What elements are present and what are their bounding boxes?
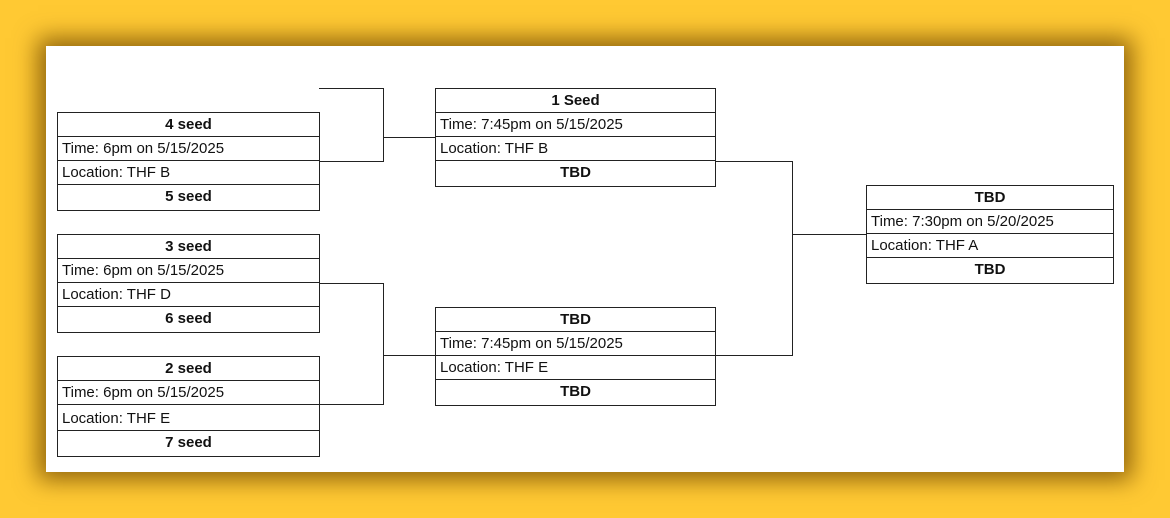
team-slot-bottom: TBD [560, 383, 591, 400]
connector [319, 283, 384, 284]
match-time: Time: 7:45pm on 5/15/2025 [436, 332, 715, 356]
connector [383, 283, 384, 405]
match-time: Time: 7:45pm on 5/15/2025 [436, 113, 715, 137]
semifinal-match-1: 1 Seed Time: 7:45pm on 5/15/2025 Locatio… [435, 88, 716, 187]
connector [715, 355, 793, 356]
connector [792, 234, 866, 235]
team-slot-top: 2 seed [58, 357, 319, 381]
connector [319, 404, 384, 405]
team-slot-bottom: TBD [560, 164, 591, 181]
team-slot-bottom: 6 seed [165, 310, 212, 327]
match-location: Location: THF E [58, 405, 319, 431]
match-2-vs-7: 2 seed Time: 6pm on 5/15/2025 Location: … [57, 356, 320, 457]
bracket-sheet: 4 seed Time: 6pm on 5/15/2025 Location: … [46, 46, 1124, 472]
team-slot-top: TBD [867, 186, 1113, 210]
match-4-vs-5: 4 seed Time: 6pm on 5/15/2025 Location: … [57, 112, 320, 211]
connector [383, 88, 384, 162]
team-slot-top: 4 seed [58, 113, 319, 137]
match-time: Time: 7:30pm on 5/20/2025 [867, 210, 1113, 234]
team-slot-bottom: 7 seed [165, 434, 212, 451]
match-location: Location: THF E [436, 356, 715, 380]
match-time: Time: 6pm on 5/15/2025 [58, 137, 319, 161]
connector [792, 161, 793, 356]
team-slot-top: 1 Seed [436, 89, 715, 113]
final-match: TBD Time: 7:30pm on 5/20/2025 Location: … [866, 185, 1114, 284]
match-3-vs-6: 3 seed Time: 6pm on 5/15/2025 Location: … [57, 234, 320, 333]
match-location: Location: THF D [58, 283, 319, 307]
connector [383, 355, 435, 356]
semifinal-match-2: TBD Time: 7:45pm on 5/15/2025 Location: … [435, 307, 716, 406]
match-location: Location: THF B [58, 161, 319, 185]
match-time: Time: 6pm on 5/15/2025 [58, 259, 319, 283]
team-slot-bottom: TBD [974, 261, 1006, 278]
team-slot-top: 3 seed [58, 235, 319, 259]
connector [715, 161, 793, 162]
connector [383, 137, 435, 138]
team-slot-top: TBD [436, 308, 715, 332]
connector-bye-in [319, 88, 384, 89]
match-location: Location: THF B [436, 137, 715, 161]
match-location: Location: THF A [867, 234, 1113, 258]
team-slot-bottom: 5 seed [165, 188, 212, 205]
match-time: Time: 6pm on 5/15/2025 [58, 381, 319, 405]
connector [319, 161, 384, 162]
